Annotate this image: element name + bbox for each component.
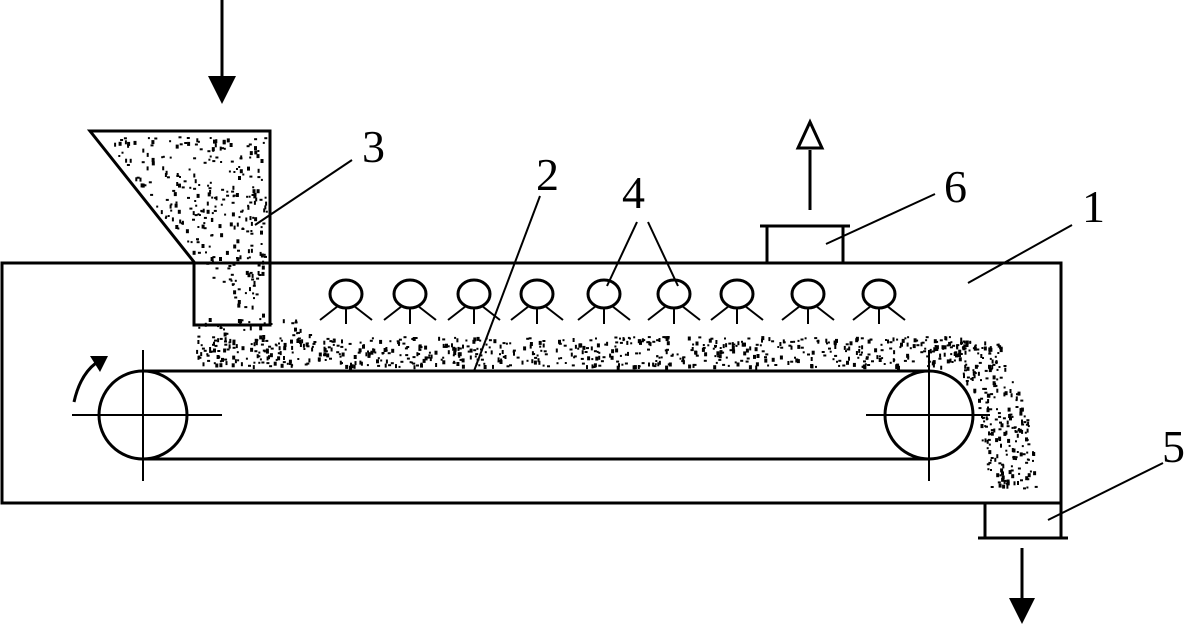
heater-lamp [852,278,906,324]
powder-material [114,136,1038,490]
rotation-arrow [72,356,108,403]
left-pulley [72,350,222,481]
leader-line-4b [647,221,679,287]
heater-lamp [319,278,373,324]
label-5: 5 [1162,421,1185,472]
leader-line-3 [254,159,353,226]
heater-lamp [647,278,701,324]
label-4: 4 [622,167,645,218]
heater-lamp [383,278,437,324]
leader-line-1 [967,224,1073,284]
right-pulley [866,350,990,481]
heater-lamp [577,278,631,324]
label-2: 2 [536,149,559,200]
feed-hopper [86,129,272,327]
leader-line-2 [473,195,541,372]
label-3: 3 [362,121,385,172]
exhaust-arrow [795,118,825,210]
conveyor-belt [143,369,929,461]
label-6: 6 [944,161,967,212]
heater-lamp [510,278,564,324]
discharge-outlet [978,503,1068,540]
exhaust-outlet [760,224,850,263]
discharge-arrow [1009,548,1035,624]
heater-lamp [447,278,501,324]
feed-inlet-arrow [208,0,236,104]
leader-line-6 [825,193,936,245]
leader-line-4a [606,221,638,287]
heater-lamps [319,278,906,324]
leader-line-5 [1047,462,1164,521]
heater-lamp [781,278,835,324]
heater-lamp [710,278,764,324]
housing-chamber [0,261,1063,505]
label-1: 1 [1082,181,1105,232]
